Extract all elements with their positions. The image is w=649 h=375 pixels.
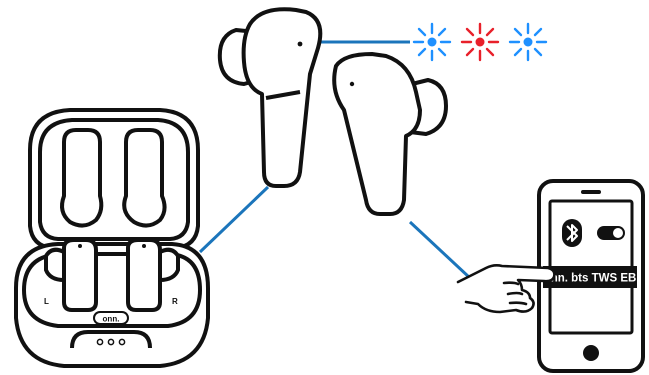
- seated-earbud-right-tip: [158, 247, 180, 282]
- seated-right-dot: [142, 244, 146, 248]
- charging-case: [14, 108, 210, 368]
- connector-case-to-earbud: [198, 185, 270, 254]
- brand-logo: onn.: [93, 311, 129, 325]
- earbud-right: [332, 52, 448, 216]
- phone: onn. bts TWS EB: [537, 179, 645, 373]
- indicator-light-blue-2: [508, 22, 548, 62]
- case-left-label: L: [44, 297, 49, 306]
- phone-speaker: [581, 190, 601, 194]
- earbud-left-body: [241, 7, 323, 188]
- device-list-item[interactable]: [543, 266, 637, 288]
- earbud-left-stem-edge: [265, 90, 301, 100]
- case-right-label: R: [172, 297, 178, 306]
- connector-lines: [198, 40, 472, 280]
- lid-cavity-left: [60, 128, 104, 228]
- lid-cavity-right: [122, 128, 167, 228]
- seated-earbud-right: [126, 238, 162, 312]
- seated-earbud-left-tip: [44, 247, 66, 282]
- seated-earbud-left: [62, 238, 98, 312]
- indicator-lights: [412, 22, 548, 62]
- charging-led-icon: [96, 338, 126, 346]
- indicator-light-red: [460, 22, 500, 62]
- seated-left-dot: [78, 244, 82, 248]
- earbud-left: [217, 7, 323, 188]
- device-name-label: onn. bts TWS EB: [544, 273, 637, 285]
- bluetooth-icon: [562, 219, 582, 247]
- connector-earbud-to-phone: [408, 220, 472, 280]
- indicator-light-blue-1: [412, 22, 452, 62]
- earbud-right-body: [332, 52, 422, 216]
- home-button-icon[interactable]: [583, 345, 599, 361]
- pointing-hand-icon: [456, 264, 556, 314]
- earbud-right-dot: [349, 81, 355, 87]
- brand-logo-text: onn.: [103, 315, 120, 324]
- toggle-switch-icon[interactable]: [597, 226, 625, 240]
- earbud-led-indicator: [297, 41, 303, 47]
